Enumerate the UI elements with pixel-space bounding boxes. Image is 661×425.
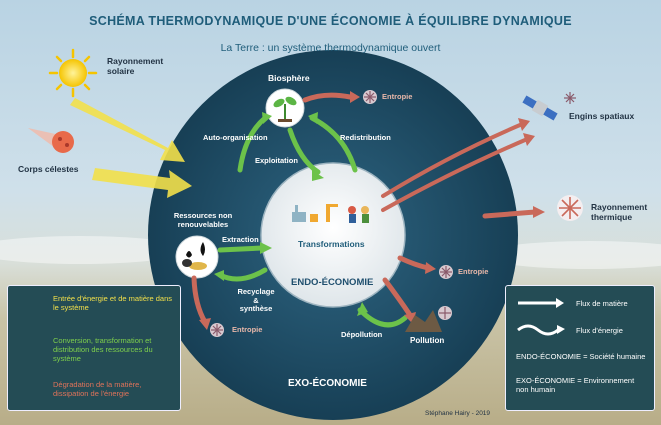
cloud-right <box>480 241 661 269</box>
legend-matter-flux: Flux de matière <box>576 299 628 308</box>
cloud-left <box>0 236 190 264</box>
depollution-arrow <box>357 307 408 328</box>
author-credit: Stéphane Hairy - 2019 <box>425 410 491 417</box>
biosphere-entropy-arrow <box>302 92 353 103</box>
entropy-label: Entropie <box>458 267 489 276</box>
solar-input-arrow <box>70 98 185 162</box>
pollution-label: Pollution <box>410 336 445 345</box>
extraction-label: Extraction <box>222 235 259 244</box>
biosphere-node <box>265 88 305 128</box>
meteor-icon <box>28 128 74 153</box>
entropy-label: Entropie <box>382 92 413 101</box>
entropy-icon <box>363 90 377 104</box>
entropy-icon <box>564 92 576 104</box>
diagram-title: SCHÉMA THERMODYNAMIQUE D'UNE ÉCONOMIE À … <box>89 14 572 28</box>
legend-right-arrows <box>517 298 565 336</box>
entropy-icon <box>439 265 453 279</box>
thermal-radiation-arrow <box>482 209 538 219</box>
exploitation-label: Exploitation <box>255 156 298 165</box>
legend-degradation-text: Dégradation de la matière, dissipation d… <box>53 380 142 398</box>
thermal-radiation-icon <box>557 195 583 221</box>
auto-organisation-arrow <box>237 115 268 173</box>
legend-endo-definition: ENDO-ÉCONOMIE = Société humaine <box>516 352 646 361</box>
resources-label: Ressources non renouvelables <box>173 211 233 229</box>
entropy-icon <box>210 323 224 337</box>
recycling-label: Recyclage & synthèse <box>237 287 275 314</box>
satellite-icon <box>522 95 558 121</box>
redistribution-label: Redistribution <box>340 133 391 142</box>
legend-input-text: Entrée d'énergie et de matière dans le s… <box>53 294 173 312</box>
endo-economy-circle <box>260 162 406 308</box>
diagram-subtitle: La Terre : un système thermodynamique ou… <box>220 42 441 54</box>
entropy-label: Entropie <box>232 325 263 334</box>
transformations-label: Transformations <box>298 239 365 249</box>
auto-organisation-label: Auto-organisation <box>203 133 268 142</box>
industry-icon <box>292 204 369 223</box>
celestial-bodies-label: Corps célestes <box>18 164 79 174</box>
redistribution-arrow <box>309 115 358 173</box>
legend-right: Flux de matière Flux d'énergie ENDO-ÉCON… <box>505 285 655 411</box>
spacecraft-label: Engins spatiaux <box>569 111 635 121</box>
endo-economy-label: ENDO-ÉCONOMIE <box>291 277 374 288</box>
legend-left: Entrée d'énergie et de matière dans le s… <box>7 285 181 411</box>
solar-label: Rayonnement solaire <box>107 56 164 76</box>
pollution-icon <box>405 306 452 332</box>
resources-entropy-arrow <box>191 275 208 325</box>
exo-economy-label: EXO-ÉCONOMIE <box>288 378 367 389</box>
thermal-radiation-label: Rayonnement thermique <box>591 202 648 222</box>
pollution-arrow <box>382 277 413 318</box>
depollution-label: Dépollution <box>341 330 383 339</box>
exploitation-arrow <box>287 127 321 175</box>
biosphere-label: Biosphère <box>268 73 310 83</box>
legend-conversion-text: Conversion, transformation et distributi… <box>53 336 153 363</box>
resources-node <box>175 235 219 279</box>
spacecraft-arrow-2 <box>381 138 527 212</box>
legend-exo-definition: EXO-ÉCONOMIE = Environnement non humain <box>516 376 635 394</box>
spacecraft-arrow-1 <box>381 123 522 198</box>
celestial-input-arrow <box>92 168 192 198</box>
sun-icon <box>48 48 98 98</box>
legend-energy-flux: Flux d'énergie <box>576 326 623 335</box>
extraction-arrow <box>217 245 265 253</box>
